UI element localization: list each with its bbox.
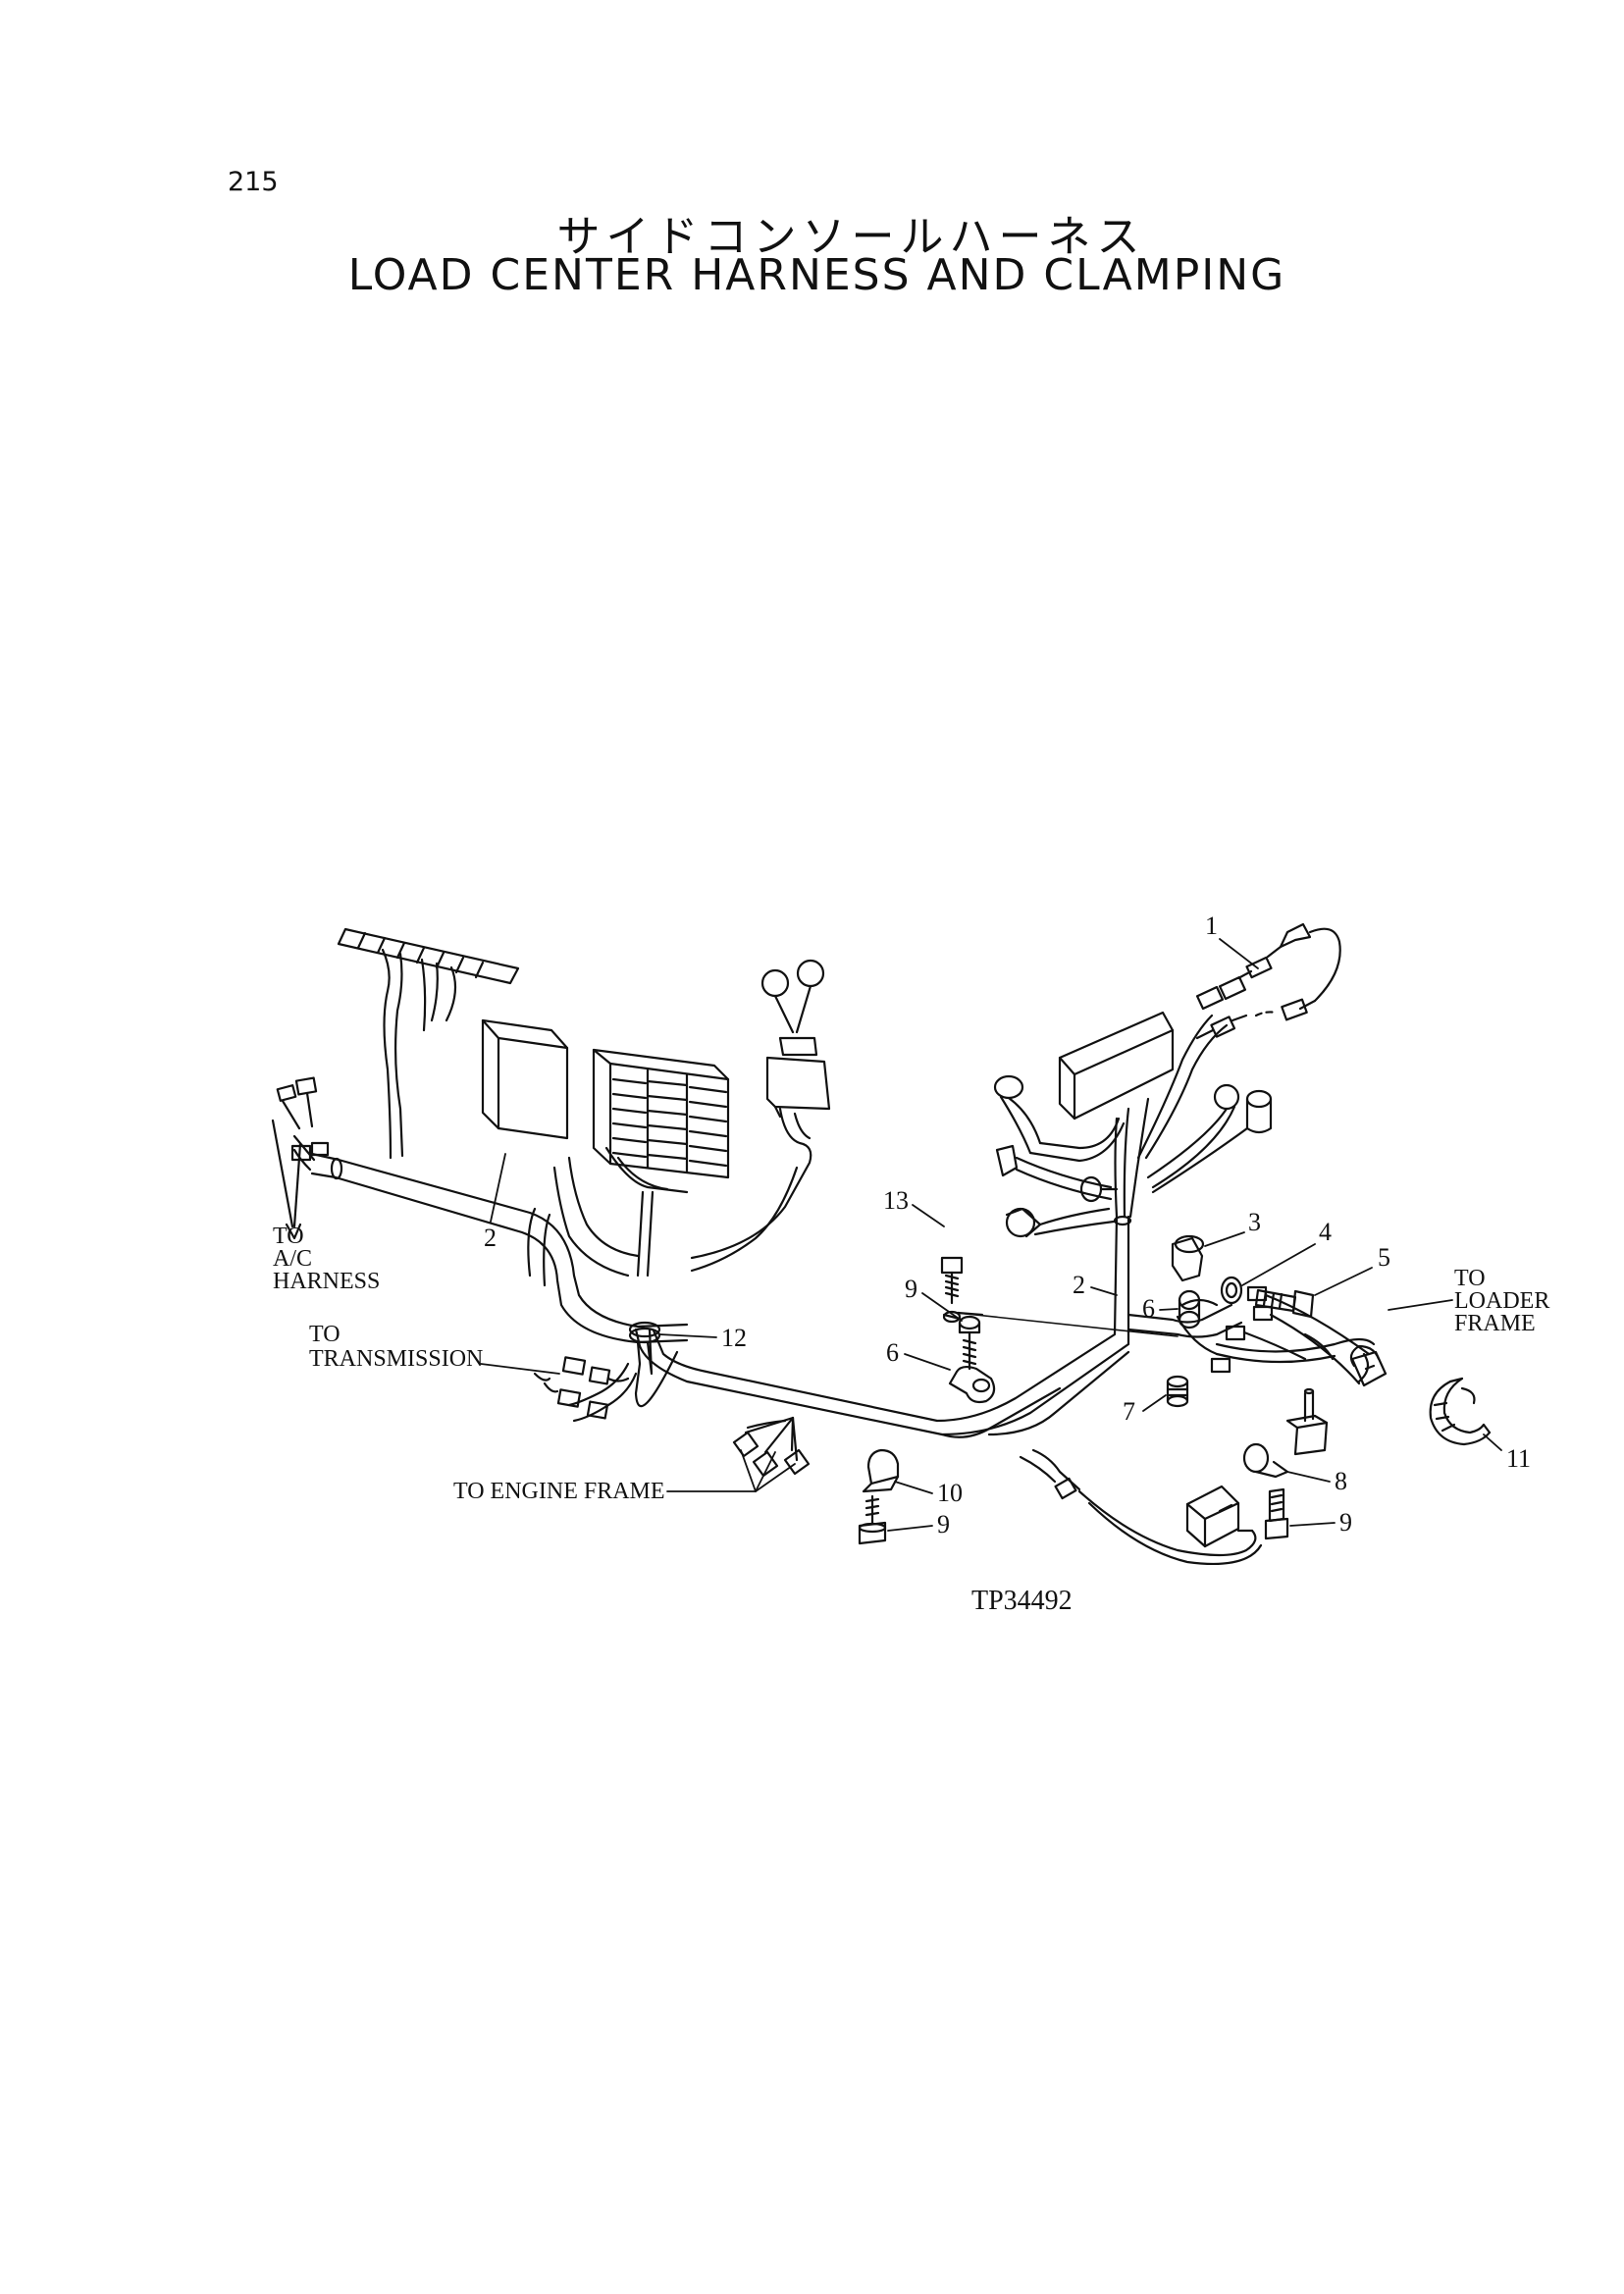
callout-4: 4	[1319, 1218, 1332, 1246]
label-ac-ac: A/C	[273, 1246, 312, 1272]
washer-4	[1220, 1276, 1243, 1305]
label-ac-to: TO	[273, 1224, 304, 1249]
bolt-9-right	[1264, 1487, 1289, 1540]
harness-loop	[527, 1156, 640, 1287]
figure-reference: TP34492	[971, 1586, 1073, 1616]
callout-9-mid: 9	[905, 1275, 917, 1303]
callout-2-right: 2	[1073, 1271, 1085, 1299]
callout-11: 11	[1506, 1444, 1531, 1473]
relay-box	[481, 1018, 569, 1140]
page-title: LOAD CENTER HARNESS AND CLAMPING	[347, 250, 1286, 300]
labels: TO A/C HARNESS TO TRANSMISSION TO ENGINE…	[273, 912, 1549, 1616]
clamp-6-mid	[948, 1365, 996, 1404]
clamp-6-right	[1178, 1289, 1201, 1329]
lower-branch	[1019, 1448, 1263, 1565]
ac-harness-branch	[271, 1076, 341, 1240]
callout-6-mid: 6	[886, 1338, 899, 1367]
connector-strip	[337, 927, 520, 1160]
sensor-block	[1285, 1387, 1329, 1456]
callout-9-bottom: 9	[937, 1510, 950, 1538]
callout-8: 8	[1335, 1467, 1347, 1495]
clamp-3	[1171, 1234, 1205, 1282]
callout-12: 12	[721, 1324, 747, 1352]
main-harness-trunk	[330, 1157, 1132, 1438]
controller-unit	[1058, 1011, 1175, 1121]
label-trans-to: TO	[309, 1322, 341, 1347]
callout-3: 3	[1248, 1208, 1261, 1236]
ground-terminal	[1349, 1344, 1381, 1368]
bolt-13	[940, 1256, 964, 1305]
clamp-8	[1242, 1442, 1289, 1479]
callout-1: 1	[1205, 912, 1218, 940]
transmission-connectors	[533, 1356, 638, 1423]
label-loader: LOADER	[1454, 1288, 1549, 1314]
callout-13: 13	[883, 1186, 909, 1215]
callout-5: 5	[1378, 1243, 1390, 1272]
page-number: 215	[228, 167, 279, 197]
bolt-5	[1254, 1288, 1315, 1319]
callout-10: 10	[937, 1479, 963, 1507]
relay-with-bulbs	[690, 959, 831, 1273]
label-trans: TRANSMISSION	[309, 1346, 483, 1372]
grommet-12	[628, 1321, 661, 1344]
clamp-10	[862, 1448, 900, 1493]
page-title-japanese: サイドコンソールハーネス	[556, 212, 1146, 262]
callout-6-right: 6	[1142, 1294, 1155, 1323]
label-ac-harness: HARNESS	[273, 1269, 380, 1294]
callout-2-left: 2	[484, 1224, 497, 1252]
fuse-block	[592, 1048, 730, 1277]
right-wire-bundle	[993, 922, 1376, 1385]
strap-11	[1429, 1377, 1492, 1446]
engine-frame-connectors	[732, 1416, 811, 1478]
connector-right	[1350, 1350, 1388, 1387]
bolt-9-bottom	[858, 1494, 887, 1545]
callout-7: 7	[1123, 1397, 1135, 1426]
label-loader-frame: FRAME	[1454, 1311, 1536, 1336]
bolt-9-mid	[956, 1311, 1179, 1371]
label-loader-to: TO	[1454, 1266, 1486, 1291]
leader-lines	[480, 938, 1502, 1532]
callout-9-right: 9	[1339, 1508, 1352, 1537]
spacer-7	[1166, 1375, 1189, 1408]
label-engine-frame: TO ENGINE FRAME	[453, 1479, 665, 1504]
